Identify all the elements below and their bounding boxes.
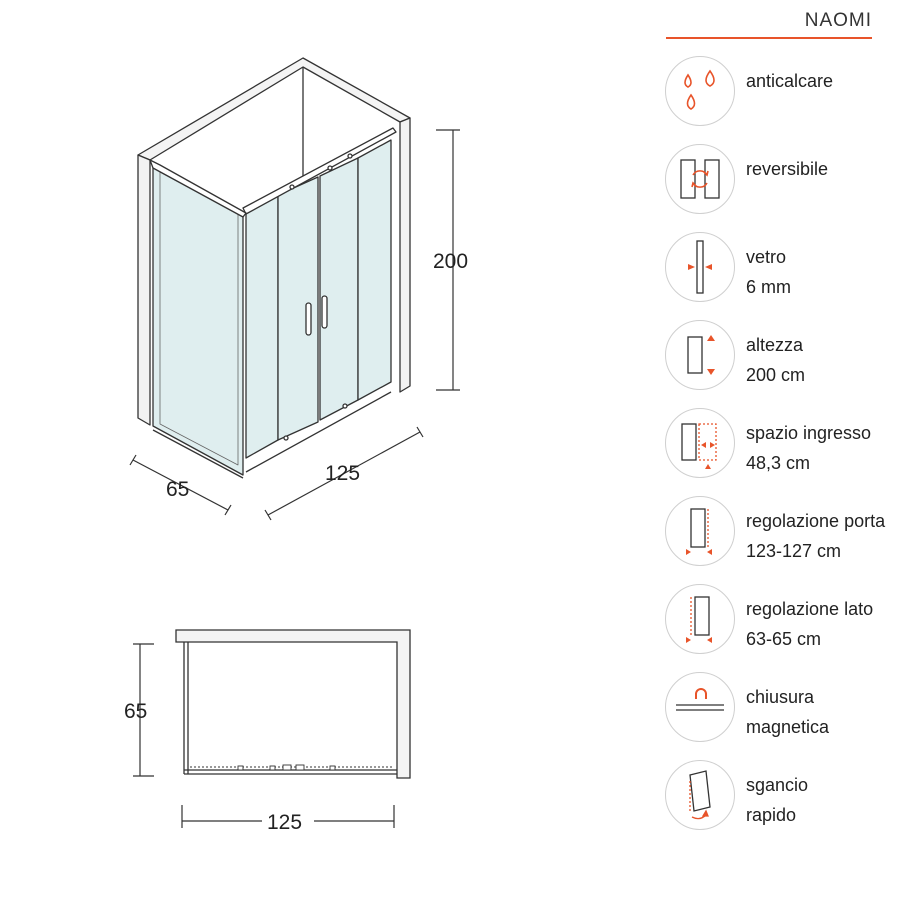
plan-width-dimension	[181, 805, 395, 828]
feature-value: 48,3 cm	[746, 453, 811, 473]
right-door-handle	[321, 295, 328, 329]
feature-value: magnetica	[746, 717, 830, 737]
magnetic-closure-icon	[665, 672, 735, 742]
feature-item-regolazione-porta: regolazione porta 123-127 cm	[665, 496, 900, 568]
front-right-sliding-door	[319, 157, 359, 421]
feature-value: 6 mm	[746, 277, 791, 297]
feature-item-altezza: altezza 200 cm	[665, 320, 900, 392]
plan-depth-label: 65	[124, 700, 147, 723]
feature-value: 63-65 cm	[746, 629, 822, 649]
feature-item-vetro: vetro 6 mm	[665, 232, 900, 304]
reversible-door-icon	[665, 144, 735, 214]
iso-width-dimension	[264, 426, 424, 521]
glass-thickness-icon	[665, 232, 735, 302]
front-left-sliding-door	[277, 176, 319, 441]
front-left-fixed-panel	[245, 194, 279, 459]
feature-label: sgancio	[746, 775, 809, 795]
entry-space-icon	[665, 408, 735, 478]
feature-item-reversibile: reversibile	[665, 144, 900, 216]
plan-width-label: 125	[267, 811, 302, 834]
front-right-fixed-panel	[357, 139, 392, 401]
isometric-view	[137, 57, 411, 479]
feature-item-spazio-ingresso: spazio ingresso 48,3 cm	[665, 408, 900, 480]
left-wall	[137, 154, 151, 426]
plan-depth-dimension	[133, 643, 154, 777]
water-drops-icon	[665, 56, 735, 126]
feature-label: spazio ingresso	[746, 423, 872, 443]
feature-item-chiusura-magnetica: chiusura magnetica	[665, 672, 900, 744]
feature-label: chiusura	[746, 687, 815, 707]
feature-label: regolazione lato	[746, 599, 874, 619]
feature-value: 123-127 cm	[746, 541, 842, 561]
feature-label: vetro	[746, 247, 787, 267]
door-adjust-icon	[665, 496, 735, 566]
product-name-underline	[666, 37, 872, 39]
iso-height-dimension	[436, 129, 460, 391]
plan-wall	[175, 629, 411, 779]
feature-value: rapido	[746, 805, 797, 825]
feature-label: reversibile	[746, 159, 829, 179]
iso-depth-label: 65	[166, 478, 189, 501]
feature-label: anticalcare	[746, 71, 834, 91]
feature-item-regolazione-lato: regolazione lato 63-65 cm	[665, 584, 900, 656]
iso-width-label: 125	[325, 462, 360, 485]
height-icon	[665, 320, 735, 390]
iso-depth-dimension	[129, 454, 232, 516]
feature-label: regolazione porta	[746, 511, 886, 531]
plan-view	[175, 629, 411, 779]
feature-label: altezza	[746, 335, 804, 355]
feature-item-sgancio-rapido: sgancio rapido	[665, 760, 900, 832]
left-door-handle	[305, 302, 312, 336]
feature-value: 200 cm	[746, 365, 806, 385]
feature-item-anticalcare: anticalcare	[665, 56, 900, 128]
iso-height-label: 200	[433, 250, 468, 273]
right-wall	[399, 117, 411, 393]
technical-drawing: 200 65 125 65 125	[124, 57, 468, 834]
side-adjust-icon	[665, 584, 735, 654]
quick-release-icon	[665, 760, 735, 830]
product-name: NAOMI	[804, 10, 872, 31]
